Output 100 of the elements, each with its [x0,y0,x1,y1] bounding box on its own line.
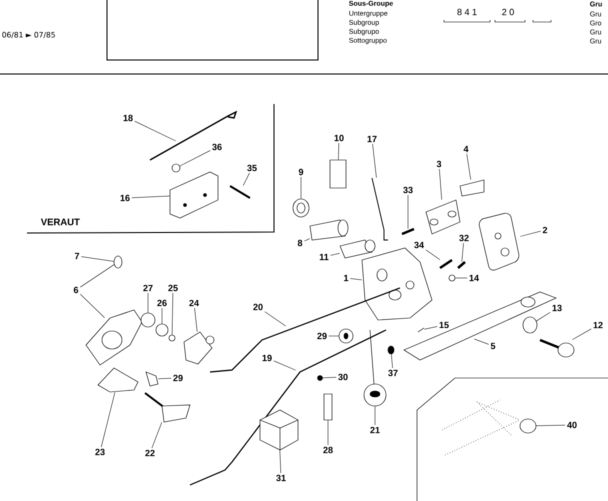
cylinder [310,220,348,240]
lock-body [362,248,432,320]
grommet [522,316,538,334]
leader-line [462,242,464,262]
lever [98,368,138,392]
leader-line [81,256,114,262]
leader-line [300,176,302,199]
rod [150,110,238,161]
callout-number: 12 [594,322,603,328]
callout-number: 33 [403,186,413,194]
callout-number: 18 [124,114,133,122]
leader-line [439,168,442,200]
spring [448,274,456,282]
rod [190,329,386,486]
callout-number: 26 [157,300,167,306]
callout-number: 37 [388,370,398,376]
leader-line [322,377,336,378]
callout-number: 14 [470,274,479,282]
pin [418,328,424,332]
leader-line [474,338,489,345]
leader-line [350,278,362,280]
callout-number: 29 [173,374,183,382]
leader-line [520,230,541,237]
leader-line [134,121,176,142]
variant-label: VERAUT [40,218,80,226]
clip [146,372,158,386]
pin [230,185,251,199]
nut [140,312,156,328]
leader-line [158,378,172,379]
lock-housing [86,310,142,366]
leader-line [132,196,170,198]
callout-number: 15 [440,322,449,328]
screw [172,164,180,172]
callout-number: 25 [168,284,178,292]
leader-line [572,328,592,340]
callout-number: 40 [567,422,577,428]
leader-line [242,172,250,186]
callout-number: 19 [262,354,272,362]
callout-number: 29 [317,332,327,340]
push-button [540,338,574,358]
callout-number: 7 [74,252,80,260]
callout-number: 11 [320,254,328,260]
clip [330,160,346,188]
knob [520,418,536,434]
leader-line [274,360,296,370]
callout-number: 9 [298,168,304,176]
callout-number: 4 [464,146,468,152]
ring [168,334,176,342]
callout-number: 10 [334,134,344,142]
leader-line [180,150,210,166]
bolt [457,261,466,269]
callout-number: 22 [145,450,155,456]
leader-line [466,154,471,180]
leader-line [391,354,393,368]
leader-line [80,294,105,318]
callout-number: 23 [95,448,105,456]
bolt [402,228,414,236]
leader-line [536,424,566,426]
housing [478,212,520,270]
shaft [144,392,190,422]
leader-line [536,312,550,322]
leader-line [152,422,162,448]
callout-number: 16 [120,194,130,202]
key [114,256,122,268]
leader-line [372,144,377,178]
callout-number: 13 [552,304,562,312]
group-number: 8 4 1 [457,8,477,16]
cover-plate [170,172,218,218]
leader-line [280,450,282,474]
leader-line [194,308,198,332]
bolt [439,258,453,270]
leader-line [374,406,376,426]
callout-number: 27 [143,284,153,292]
leader-line [264,311,286,326]
callout-number: 3 [436,160,442,168]
leader-line [330,253,340,256]
callout-number: 5 [490,342,496,350]
callout-number: 2 [542,226,548,234]
callout-number: 17 [368,136,377,142]
pin [340,240,376,258]
leader-line [426,250,440,260]
bracket [184,332,214,364]
callout-number: 34 [414,242,424,248]
callout-number: 8 [298,240,302,246]
leader-line [304,238,310,242]
rod [372,178,388,240]
callout-number: 1 [344,274,348,282]
callout-number: 35 [247,164,257,172]
callout-number: 32 [459,234,469,242]
washer [292,198,310,218]
callout-number: 24 [189,300,199,306]
callout-number: 6 [74,286,78,294]
leader-line [80,264,114,288]
clip [460,180,484,196]
plate [426,200,460,234]
clip [338,328,354,344]
leader-line [424,326,438,330]
group-number: 2 0 [502,8,514,16]
washer [156,324,168,336]
leader-line [172,292,174,335]
